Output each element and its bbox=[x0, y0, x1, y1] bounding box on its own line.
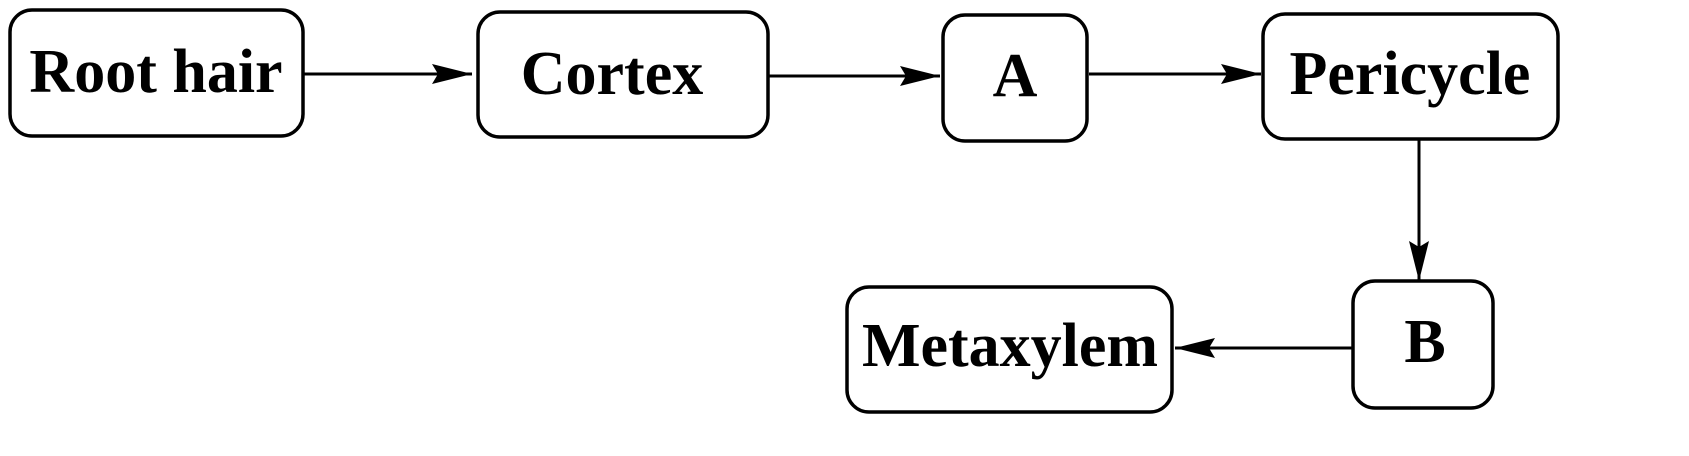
node-label: Cortex bbox=[521, 40, 703, 108]
node-b: B bbox=[1351, 279, 1495, 410]
node-label: B bbox=[1404, 308, 1445, 376]
node-cortex: Cortex bbox=[476, 10, 770, 139]
node-a: A bbox=[941, 13, 1089, 143]
node-metaxylem: Metaxylem bbox=[845, 285, 1174, 414]
node-root-hair: Root hair bbox=[8, 8, 305, 138]
node-label: Root hair bbox=[29, 38, 282, 106]
node-label: Metaxylem bbox=[862, 312, 1158, 380]
node-pericycle: Pericycle bbox=[1261, 12, 1560, 141]
node-label: Pericycle bbox=[1290, 40, 1531, 108]
node-label: A bbox=[993, 42, 1038, 110]
